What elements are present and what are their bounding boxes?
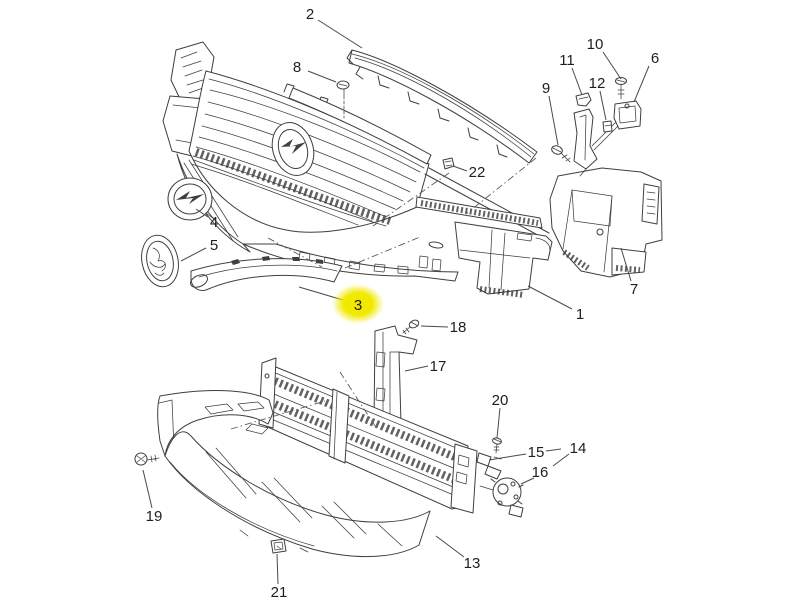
leader-line-21: [276, 553, 279, 585]
part-callout-11[interactable]: 11: [559, 52, 575, 69]
part-callout-19[interactable]: 19: [146, 508, 163, 525]
part-callout-8[interactable]: 8: [293, 59, 301, 76]
part-callout-12[interactable]: 12: [589, 75, 606, 92]
leader-line-12: [599, 90, 607, 121]
part-callout-17[interactable]: 17: [430, 358, 447, 375]
leader-line-19: [142, 469, 153, 509]
part-callout-10[interactable]: 10: [587, 36, 604, 53]
leader-line-15: [488, 453, 527, 461]
clip-12-drawing: [602, 120, 613, 133]
leader-line-13: [435, 535, 465, 558]
screw-8-drawing: [336, 80, 350, 119]
leader-line-9: [548, 95, 559, 146]
leader-line-10: [602, 51, 622, 80]
highlight-ellipse-part-3: [332, 284, 384, 324]
leader-line-18: [420, 325, 449, 328]
clip-22-drawing: [442, 157, 455, 170]
bracket-15-drawing: [476, 452, 502, 480]
leader-line-22: [452, 165, 468, 172]
leader-line-14-2: [545, 448, 562, 452]
leader-line-11: [571, 67, 583, 96]
emblem-4-drawing: [167, 177, 215, 221]
part-callout-4[interactable]: 4: [210, 214, 218, 231]
leader-line-7: [620, 247, 632, 282]
part-callout-7[interactable]: 7: [630, 281, 638, 298]
part-callout-16[interactable]: 16: [532, 464, 549, 481]
side-bracket-7-drawing: [549, 167, 663, 278]
leader-line-4: [195, 208, 209, 218]
actuator-16-drawing: [479, 477, 524, 518]
molding-strip-3-drawing: [190, 256, 343, 291]
screw-18-drawing: [402, 319, 420, 335]
lower-grille-13-drawing: [157, 390, 431, 558]
leader-line-17: [404, 365, 429, 372]
shutter-assembly-drawing: [258, 357, 478, 514]
leader-line-5: [180, 247, 207, 262]
leader-line-16: [520, 477, 535, 485]
upper-trim-strip-drawing: [346, 49, 538, 164]
bracket-6-drawing: [613, 100, 642, 130]
screw-20-drawing: [492, 437, 502, 454]
assembly-alignment-lines: [230, 157, 537, 430]
part-callout-9[interactable]: 9: [542, 80, 550, 97]
part-callout-1[interactable]: 1: [576, 306, 584, 323]
part-callout-3[interactable]: 3: [354, 297, 362, 314]
part-callout-14[interactable]: 14: [570, 440, 587, 457]
strap-bracket-drawing: [573, 108, 619, 177]
part-callout-15[interactable]: 15: [528, 444, 545, 461]
screw-9-drawing: [551, 145, 571, 163]
part-callout-6[interactable]: 6: [651, 50, 659, 67]
emblem-5-drawing: [141, 234, 179, 288]
part-callout-21[interactable]: 21: [271, 584, 288, 600]
clip-11-drawing: [575, 92, 592, 107]
screw-10-drawing: [615, 77, 627, 100]
part-callout-13[interactable]: 13: [464, 555, 481, 572]
screw-19-drawing: [134, 452, 160, 466]
part-callout-5[interactable]: 5: [210, 237, 218, 254]
leader-line-2: [317, 19, 363, 49]
part-callout-2[interactable]: 2: [306, 6, 314, 23]
main-grille-drawing: [188, 70, 432, 233]
leader-line-8: [307, 70, 337, 83]
leader-line-14: [552, 453, 570, 467]
leader-line-20: [496, 407, 501, 439]
clip-21-drawing: [270, 538, 287, 554]
part-callout-18[interactable]: 18: [450, 319, 467, 336]
leader-line-1: [527, 285, 573, 310]
leader-line-6: [633, 65, 650, 103]
part-callout-20[interactable]: 20: [492, 392, 509, 409]
part-callout-22[interactable]: 22: [469, 164, 486, 181]
